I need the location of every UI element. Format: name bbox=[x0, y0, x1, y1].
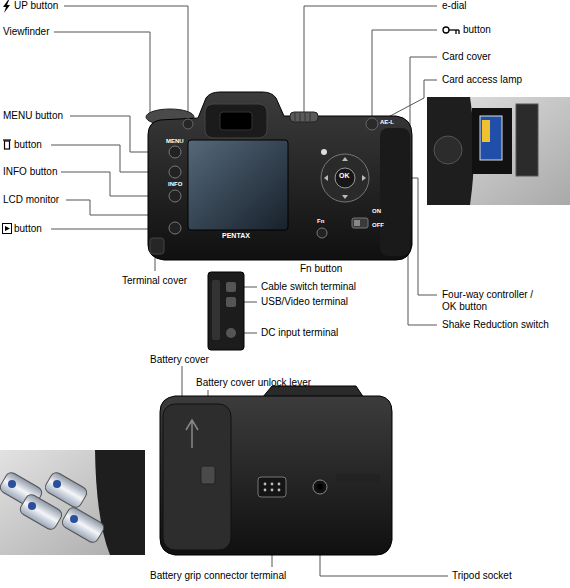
part-label: UP button bbox=[14, 0, 58, 12]
part-label: Battery grip connector terminal bbox=[150, 570, 286, 582]
leader-lines bbox=[51, 6, 448, 576]
part-label: button bbox=[463, 24, 491, 36]
part-label: Viewfinder bbox=[3, 26, 50, 38]
part-label: DC input terminal bbox=[261, 327, 338, 339]
camera-bottom bbox=[160, 386, 392, 555]
camera-marking: INFO bbox=[168, 181, 182, 188]
trash-icon bbox=[3, 140, 11, 149]
card-slot-photo bbox=[427, 97, 570, 205]
part-label: Terminal cover bbox=[122, 275, 187, 287]
play-icon bbox=[3, 224, 12, 234]
brand-logo: PENTAX bbox=[222, 232, 250, 240]
camera-marking: AE-L bbox=[380, 119, 394, 126]
part-label: INFO button bbox=[3, 166, 57, 178]
camera-marking: MENU bbox=[166, 138, 184, 145]
part-label: MENU button bbox=[3, 110, 63, 122]
part-label: e-dial bbox=[442, 0, 466, 12]
camera-marking: OFF bbox=[372, 222, 384, 229]
part-label: button bbox=[14, 223, 42, 235]
part-label: button bbox=[14, 139, 42, 151]
part-label: LCD monitor bbox=[3, 194, 59, 206]
battery-photo bbox=[0, 450, 145, 555]
part-label: Battery cover bbox=[150, 354, 209, 366]
camera-back bbox=[146, 92, 412, 260]
flash-icon bbox=[3, 0, 10, 13]
part-label: Tripod socket bbox=[452, 570, 512, 582]
terminal-panel bbox=[208, 272, 244, 350]
camera-marking: ON bbox=[372, 208, 381, 215]
part-label: Card cover bbox=[442, 51, 491, 63]
part-label: Fn button bbox=[300, 263, 342, 275]
part-label: Card access lamp bbox=[442, 74, 522, 86]
camera-marking: Fn bbox=[317, 218, 324, 225]
part-label: Cable switch terminal bbox=[261, 281, 356, 293]
part-label: Shake Reduction switch bbox=[442, 319, 549, 331]
key-icon bbox=[443, 27, 459, 34]
part-label: USB/Video terminal bbox=[261, 296, 348, 308]
camera-marking: OK bbox=[339, 172, 350, 180]
part-label: Battery cover unlock lever bbox=[196, 377, 311, 389]
part-label: Four-way controller / OK button bbox=[442, 289, 550, 313]
